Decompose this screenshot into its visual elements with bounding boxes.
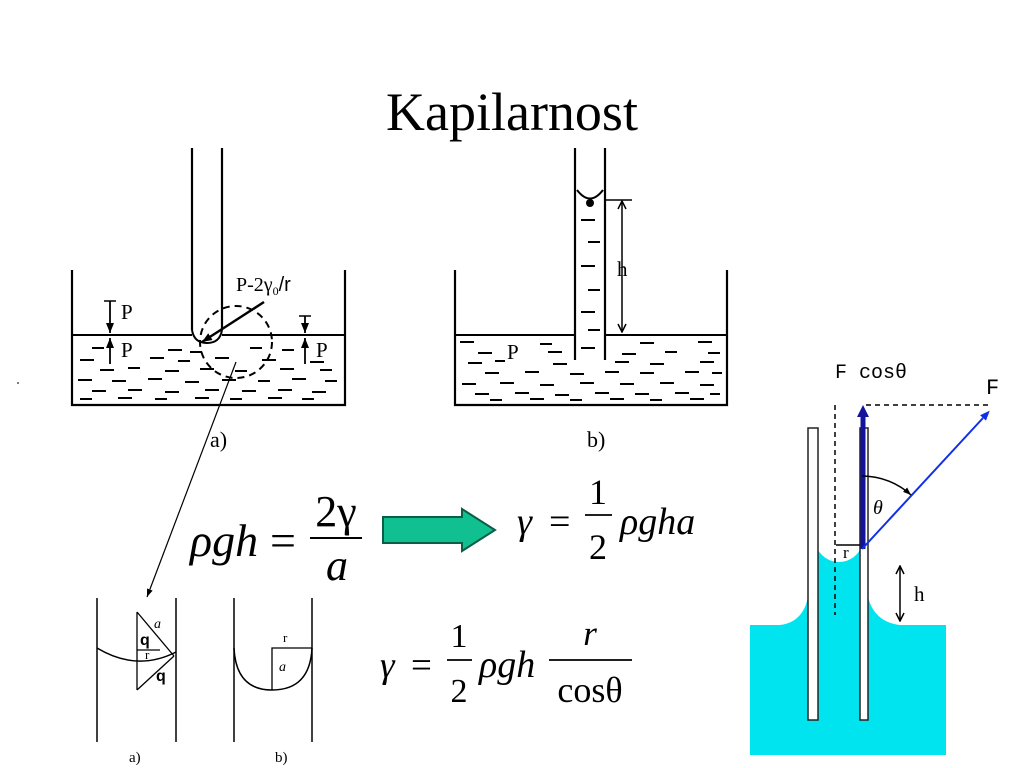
caption-bottom-a: a) [129,750,141,766]
vertical-force-label: F cosθ [835,362,907,385]
meniscus-point [586,199,594,207]
diagram-right-capillary: θ F cosθ F r h [750,362,999,755]
meniscus-pressure-pointer [201,300,265,344]
label-a: a [279,660,286,675]
formula-jurin-denominator: a [326,541,348,590]
formula-st-coef-denominator: 2 [589,527,607,567]
formula-sta-coef-numerator: 1 [451,618,468,655]
pressure-label-lower-left: P [121,338,133,362]
formula-jurin-equals: = [270,515,296,566]
formula-st-rhs: ρgha [619,501,695,543]
height-label: h [914,582,925,606]
formula-surface-tension-angle: γ = 1 2 ρgh r cosθ [380,614,632,710]
container-vessel [70,270,347,407]
dashed-detail-circle [199,305,273,379]
diagram-top-a: P P P P-2γ0/r a) [70,148,347,452]
meniscus-curve [233,647,313,691]
meniscus-pressure-label: P-2γ0/r [236,274,291,298]
liquid-dashes [460,341,722,401]
tube-wall-left [807,427,819,721]
diagram-top-b: h P b) [453,148,729,452]
radius-label: r [843,543,849,562]
stray-dot [17,382,19,384]
formula-sta-lhs: γ [380,645,396,686]
formula-sta-coef-denominator: 2 [451,673,468,710]
diagram-bottom-a: a q r q a) [96,598,177,766]
formula-jurin: ρgh = 2γ a [188,487,362,590]
tube-meniscus [191,329,223,345]
formula-sta-equals: = [411,645,432,686]
meniscus-pressure-subscript: 0 [273,284,279,298]
implies-arrow [382,507,497,553]
meniscus-pressure-main: P-2γ [236,274,273,296]
detail-connector-arrow [146,361,237,598]
slide-title: Kapilarnost [386,82,638,142]
tube-liquid-dashes [581,219,600,349]
curvature-triangle [136,611,175,691]
caption-top-b: b) [587,427,605,452]
label-a: a [154,617,161,632]
formula-surface-tension: γ = 1 2 ρgha [517,472,695,567]
formula-st-equals: = [549,501,570,543]
formula-jurin-numerator: 2γ [315,487,356,536]
angle-arc [861,475,912,496]
formula-st-coef-numerator: 1 [589,472,607,512]
diagram-bottom-b: r a b) [233,598,313,766]
formula-sta-denominator: cosθ [557,670,622,710]
label-r: r [145,647,150,662]
capillary-tube [573,148,607,360]
container-vessel [453,270,729,407]
angle-label: θ [873,497,883,519]
pressure-label-right: P [316,338,328,362]
label-q-upper: q [140,632,150,649]
formula-st-lhs: γ [517,501,533,543]
label-q-lower: q [156,668,166,685]
formula-jurin-lhs: ρgh [188,515,258,566]
force-label: F [986,376,999,401]
pressure-label-upper-left: P [121,300,133,324]
height-label: h [617,257,628,281]
force-vector [861,410,990,550]
liquid-body [750,550,946,755]
caption-top-a: a) [210,427,227,452]
radius-rectangle [271,647,312,690]
formula-sta-rhs: ρgh [478,644,535,686]
formula-sta-numerator: r [583,614,597,653]
meniscus-pressure-suffix: /r [279,274,292,296]
tube-walls [96,598,177,742]
tube-walls [233,598,313,742]
capillary-tube [190,148,224,330]
tube-meniscus [576,189,604,200]
label-r: r [283,630,288,645]
pressure-label: P [507,340,519,364]
caption-bottom-b: b) [275,750,288,766]
liquid-dashes [78,347,337,400]
